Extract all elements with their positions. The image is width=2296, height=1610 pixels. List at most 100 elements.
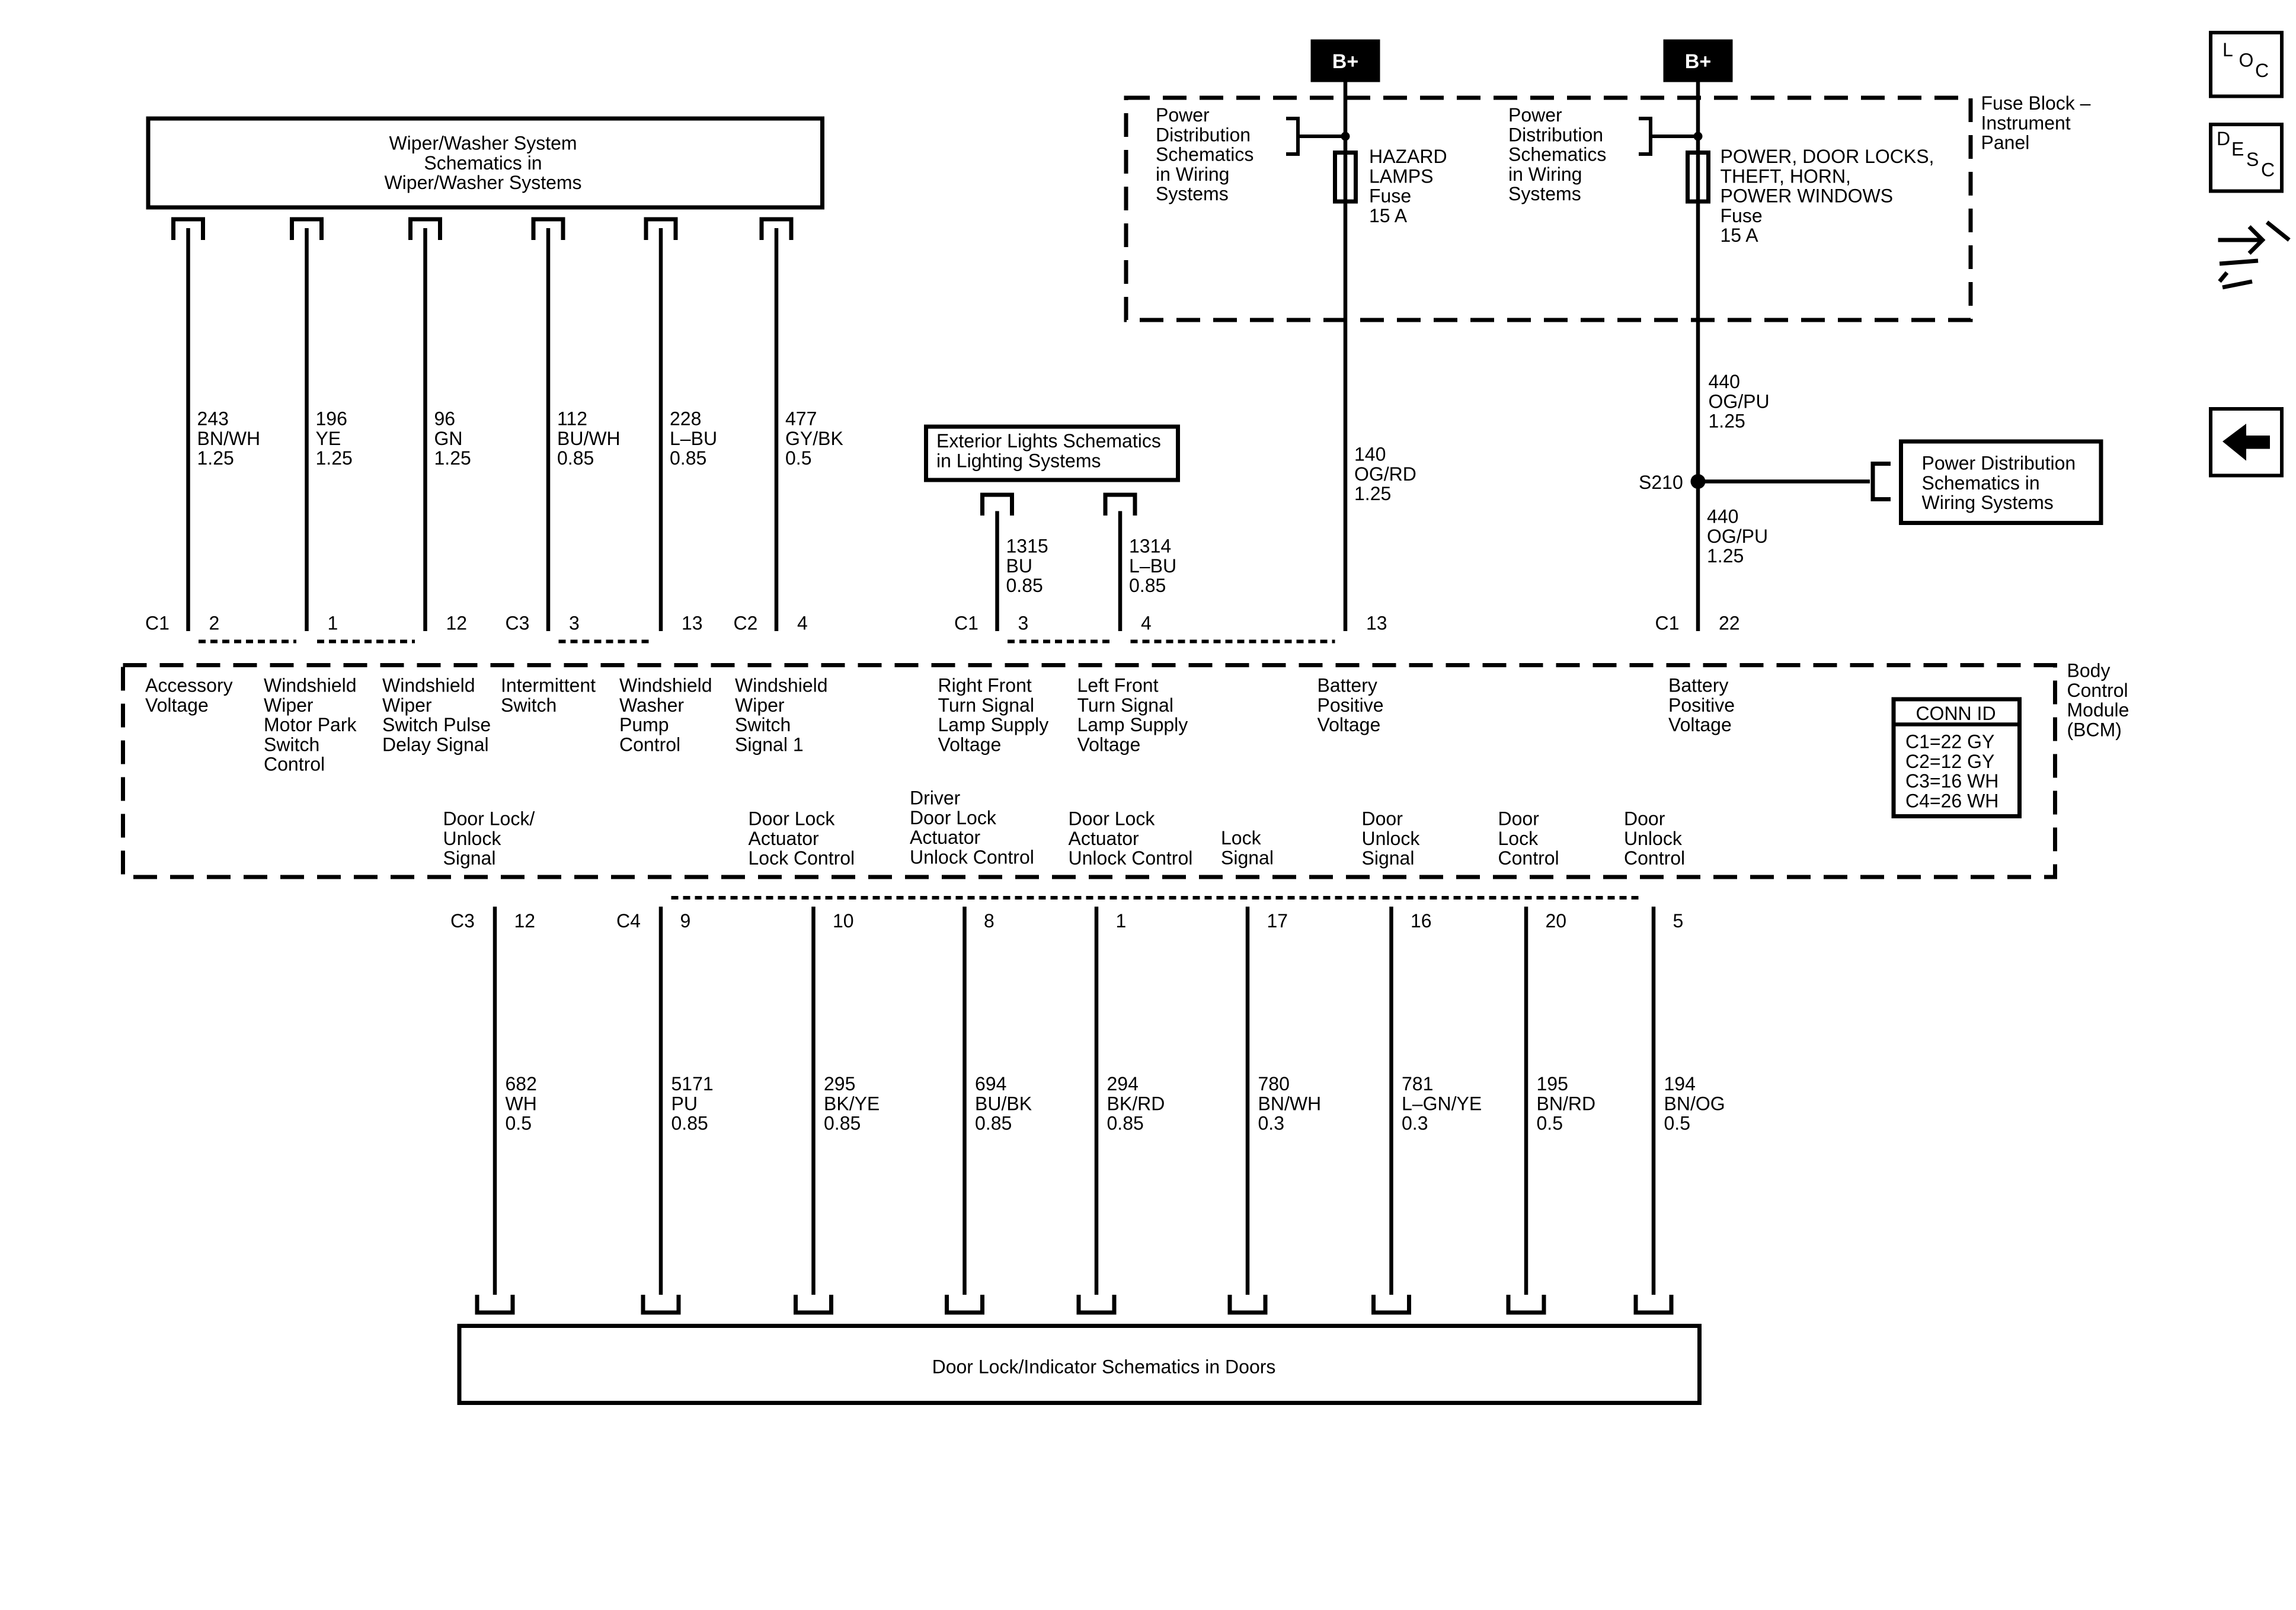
- bottom-pin-7-number: 20: [1546, 910, 1567, 932]
- top-pin-9-wire-label: OG/PU: [1707, 526, 1768, 547]
- bottom-pin-6-wire-label: 781: [1402, 1073, 1433, 1094]
- fuse-label-fuse1: 15 A: [1369, 205, 1408, 226]
- top-pin-5-connector-id: C2: [734, 613, 758, 634]
- top-pin-9-number: 22: [1719, 613, 1740, 634]
- bplus-box-1: [1663, 39, 1733, 82]
- bottom-pin-3-wire-label: 0.85: [975, 1113, 1012, 1134]
- top-pin-7-wire-label: 0.85: [1129, 575, 1166, 596]
- top-pin-3-wire-label: 0.85: [557, 447, 594, 469]
- bottom-pin-5-wire-label: 0.3: [1258, 1113, 1284, 1134]
- top-pin-7-wire-label: 1314: [1129, 536, 1171, 557]
- splice-branch-connector: [1870, 462, 1891, 501]
- fuse-power-dist-ref-1: in Wiring: [1508, 164, 1582, 185]
- desc-icon-letter: E: [2231, 139, 2244, 160]
- top-pin-0-wire-label: BN/WH: [197, 428, 261, 449]
- back-arrow-glyph: [2223, 424, 2270, 461]
- loc-icon-letter: O: [2239, 50, 2254, 71]
- fuse-power-dist-ref-1: Power: [1508, 104, 1562, 126]
- top-pin-2-wire-label: 96: [434, 408, 456, 430]
- ext-lights-box-text: Exterior Lights Schematics: [936, 430, 1161, 452]
- wiper-box-text: Wiper/Washer Systems: [384, 172, 581, 193]
- bottom-pin-4-wire-label: BK/RD: [1107, 1093, 1165, 1114]
- top-pin-4-function: Washer: [619, 694, 684, 716]
- top-pin-9-wire-label: 440: [1707, 506, 1738, 527]
- top-pin-8-number: 13: [1366, 613, 1387, 634]
- bottom-pin-3-function: Driver: [910, 788, 961, 809]
- bottom-pin-8-harness-connector: [1633, 1295, 1674, 1315]
- desc-icon-letter: C: [2261, 159, 2275, 181]
- top-pin-4-function: Pump: [619, 714, 669, 735]
- desc-icon-letter: D: [2217, 128, 2230, 149]
- bottom-pin-4-wire-label: 0.85: [1107, 1113, 1144, 1134]
- top-pin-6-function: Right Front: [938, 675, 1032, 696]
- fuse-block-label: Fuse Block –: [1981, 92, 2091, 114]
- bottom-pin-1-wire-label: 0.85: [671, 1113, 708, 1134]
- bottom-pin-8-wire-label: 0.5: [1664, 1113, 1690, 1134]
- top-pin-9-function: Positive: [1668, 694, 1735, 716]
- bottom-pin-5-wire-label: BN/WH: [1258, 1093, 1322, 1114]
- top-pin-5-wire-label: 0.5: [785, 447, 811, 469]
- top-pin-1-function: Motor Park: [264, 714, 357, 735]
- conn-id-title: CONN ID: [1916, 703, 1996, 724]
- bottom-pin-0-wire-label: 682: [506, 1073, 537, 1094]
- bottom-pin-0-number: 12: [514, 910, 536, 932]
- power-dist-box-text: Wiring Systems: [1922, 492, 2054, 513]
- bottom-pin-3-function: Unlock Control: [910, 846, 1034, 868]
- bottom-pin-1-harness-connector: [641, 1295, 681, 1315]
- fuse-label-fuse1: LAMPS: [1369, 165, 1433, 187]
- bottom-pin-5-function: Lock: [1221, 827, 1262, 849]
- bottom-pin-6-wire-label: 0.3: [1402, 1113, 1428, 1134]
- bottom-pin-2-harness-connector: [794, 1295, 833, 1315]
- bottom-pin-3-wire-label: 694: [975, 1073, 1006, 1094]
- top-pin-0-wire-label: 1.25: [197, 447, 234, 469]
- reference-boxes: [121, 39, 2103, 1405]
- bottom-pin-1-wire-label: PU: [671, 1093, 698, 1114]
- bottom-pin-5-number: 17: [1267, 910, 1288, 932]
- bottom-pin-3-wire-label: BU/BK: [975, 1093, 1032, 1114]
- top-pin-1-function: Windshield: [264, 675, 357, 696]
- top-pin-0-harness-connector: [171, 217, 205, 240]
- bottom-pin-0-wire-label: WH: [506, 1093, 537, 1114]
- top-pin-0-wire-label: 243: [197, 408, 229, 430]
- top-pin-1-wire-label: YE: [316, 428, 341, 449]
- bottom-pin-8-number: 5: [1673, 910, 1684, 932]
- fuse-label-fuse2: POWER, DOOR LOCKS,: [1721, 146, 1934, 167]
- top-pin-2-function: Delay Signal: [382, 734, 489, 755]
- bottom-pin-2-wire-label: BK/YE: [824, 1093, 880, 1114]
- connector-hand-icon: [2218, 220, 2291, 290]
- fuse-label-fuse2: THEFT, HORN,: [1721, 165, 1851, 187]
- bottom-pin-3-harness-connector: [945, 1295, 984, 1315]
- top-pin-5-function: Wiper: [735, 694, 785, 716]
- top-pin-9-function: Voltage: [1668, 714, 1732, 735]
- bottom-pin-0-function: Unlock: [443, 828, 502, 849]
- top-pin-5-function: Switch: [735, 714, 791, 735]
- fuse-label-fuse2: POWER WINDOWS: [1721, 185, 1894, 207]
- bottom-pin-2-function: Door Lock: [749, 808, 836, 830]
- bottom-pin-6-number: 16: [1411, 910, 1432, 932]
- bottom-pin-0-connector-id: C3: [450, 910, 475, 932]
- bottom-pin-0-function: Door Lock/: [443, 808, 535, 830]
- wiper-schematic-ref-box: [146, 116, 824, 210]
- top-pin-0-function: Accessory: [145, 675, 233, 696]
- top-pin-9-wire-label-upper: OG/PU: [1709, 391, 1770, 412]
- top-pin-1-wire-label: 1.25: [316, 447, 353, 469]
- bcm-label: Body: [2067, 660, 2110, 681]
- top-pin-7-harness-connector: [1103, 492, 1137, 516]
- bottom-pin-7-harness-connector: [1506, 1295, 1546, 1315]
- bcm-box: [121, 663, 2057, 879]
- bottom-pin-7-function: Lock: [1498, 828, 1539, 849]
- bottom-pin-8-function: Door: [1624, 808, 1665, 830]
- top-pin-1-harness-connector: [290, 217, 324, 240]
- door-box-text: Door Lock/Indicator Schematics in Doors: [932, 1356, 1276, 1378]
- top-pin-3-wire-label: BU/WH: [557, 428, 621, 449]
- bcm-label: Module: [2067, 699, 2129, 721]
- fuse-power-dist-ref-0: Schematics: [1156, 144, 1253, 165]
- bottom-pin-2-function: Lock Control: [749, 847, 855, 869]
- top-pin-8-wire-label: OG/RD: [1354, 463, 1416, 485]
- top-pin-3-harness-connector: [531, 217, 565, 240]
- top-pin-3-function: Intermittent: [501, 675, 596, 696]
- bottom-pin-4-function: Actuator: [1069, 828, 1140, 849]
- bottom-pin-6-function: Unlock: [1362, 828, 1421, 849]
- top-pin-1-number: 1: [328, 613, 338, 634]
